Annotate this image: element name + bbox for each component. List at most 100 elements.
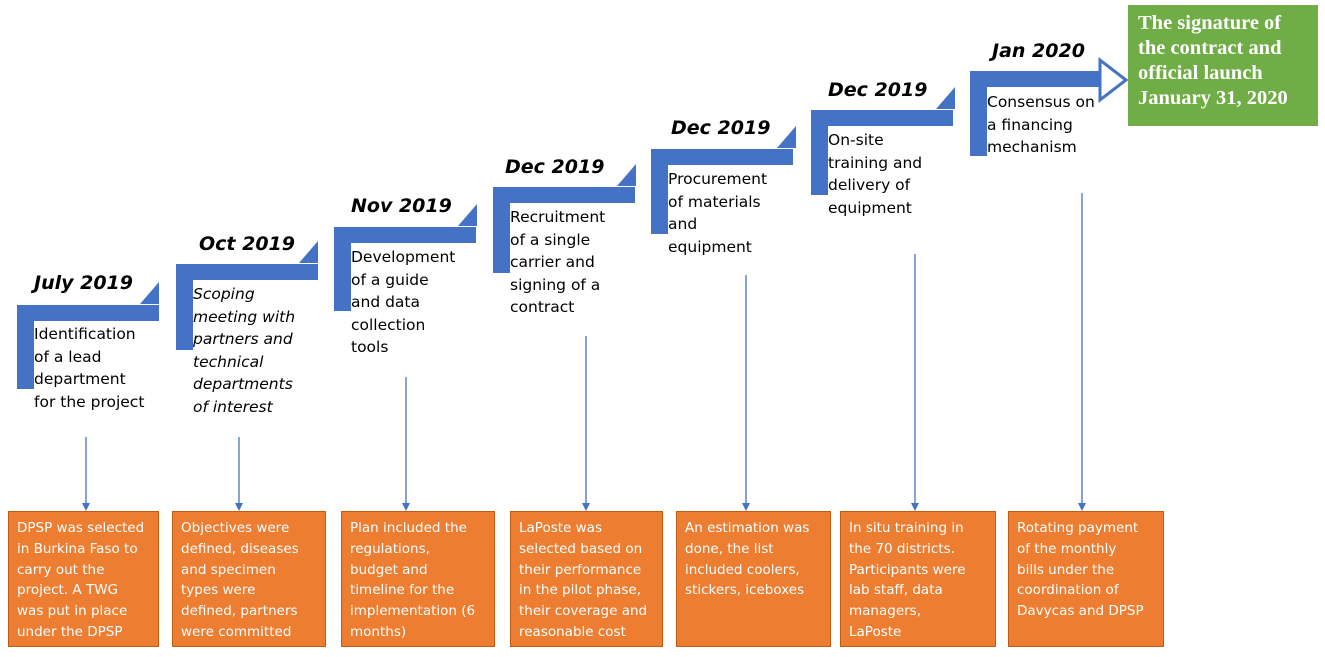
step-description-line: signing of a [510, 275, 601, 294]
step-date: Nov 2019 [351, 195, 452, 217]
step-date: Oct 2019 [199, 233, 295, 255]
step-detail-line: defined, partners [181, 603, 298, 620]
step-description-line: equipment [668, 237, 752, 256]
step-description-line: technical [193, 352, 264, 371]
step-horizontal-bar [176, 264, 318, 280]
step-detail-line: reasonable cost [519, 623, 626, 640]
step-detail-line: the 70 districts. [849, 540, 955, 557]
step-description-line: department [34, 370, 126, 388]
step-description-line: of a single [510, 230, 591, 249]
step-detail-line: months) [350, 623, 407, 640]
step-description-line: for the project [34, 392, 145, 411]
step-detail-line: LaPoste [849, 623, 902, 640]
step-description-line: carrier and [510, 253, 595, 271]
step-detail-line: regulations, [350, 540, 430, 557]
step-description-line: of interest [193, 397, 273, 416]
step-arrow-head [458, 204, 477, 226]
final-block-arrow [1098, 56, 1129, 104]
step-date: July 2019 [34, 272, 133, 294]
step-date: Dec 2019 [671, 117, 771, 139]
step-description-line: training and [828, 153, 923, 172]
step-description-line: Procurement [668, 170, 768, 188]
step-description-line: On-site [828, 131, 884, 149]
step-description-line: Consensus on [987, 93, 1095, 111]
step-description-line: and [668, 215, 698, 233]
step-description: Procurement of materials and equipment [668, 168, 767, 258]
final-line: official launch [1138, 62, 1263, 84]
step-description-line: a financing [987, 115, 1073, 134]
step-detail-line: An estimation was [685, 520, 810, 536]
step-vertical-bar [17, 305, 34, 389]
step-description-line: contract [510, 298, 575, 316]
step-detail-line: Plan included the [350, 520, 467, 536]
step-horizontal-bar [334, 227, 476, 243]
step-detail-line: were committed [181, 623, 292, 640]
step-description-line: Recruitment [510, 208, 606, 226]
step-description-line: and data [351, 293, 421, 311]
step-description-line: of a guide [351, 270, 429, 289]
step-description-line: of materials [668, 192, 761, 211]
step-description-line: mechanism [987, 138, 1077, 156]
step-detail-line: in the pilot phase, [519, 582, 641, 599]
step-vertical-bar [651, 149, 668, 234]
step-horizontal-bar [493, 187, 635, 203]
step-arrow-head [140, 282, 159, 304]
step-detail-line: under the DPSP [17, 623, 123, 640]
step-detail-line: done, the list [685, 540, 774, 557]
step-detail-line: their coverage and [519, 603, 648, 620]
step-description: Identification of a lead department for the… [34, 323, 144, 413]
step-detail-line: Rotating payment [1017, 520, 1139, 536]
step-detail-line: included coolers, [685, 561, 800, 578]
step-arrow-head [617, 164, 636, 186]
step-detail-line: lab staff, data [849, 582, 943, 599]
step-description-line: Identification [34, 325, 136, 343]
step-detail-line: and specimen [181, 561, 276, 578]
step-detail-line: Davycas and DPSP [1017, 603, 1144, 620]
step-description-line: partners and [193, 330, 293, 348]
step-date: Dec 2019 [828, 79, 928, 101]
step-detail-line: types were [181, 582, 256, 599]
step-vertical-bar [176, 264, 193, 350]
step-detail-line: Objectives were [181, 520, 290, 536]
step-detail-line: selected based on [519, 540, 643, 557]
step-description-line: Scoping [193, 285, 255, 303]
step-description-line: of a lead [34, 347, 102, 366]
step-detail-line: bills under the [1017, 561, 1115, 578]
step-description-line: collection [351, 315, 426, 334]
step-detail-line: in Burkina Faso to [17, 540, 138, 557]
step-description-line: departments [193, 375, 293, 393]
step-detail-box: In situ training in the 70 districts. Part… [840, 511, 996, 647]
step-description-line: Development [351, 248, 456, 266]
step-detail-line: timeline for the [350, 582, 455, 599]
step-vertical-bar [811, 110, 828, 195]
step-arrow-head [777, 126, 796, 148]
step-detail-line: their performance [519, 561, 642, 578]
step-vertical-bar [334, 227, 351, 311]
final-line: January 31, 2020 [1138, 87, 1288, 109]
step-detail-box: An estimation was done, the list included … [676, 511, 831, 647]
step-description-line: delivery of [828, 176, 911, 194]
step-detail-line: stickers, iceboxes [685, 582, 805, 599]
step-detail-line: budget and [350, 561, 428, 578]
step-detail-line: In situ training in [849, 520, 964, 536]
step-detail-line: Participants were [849, 561, 966, 578]
step-horizontal-bar [811, 110, 953, 126]
step-detail-line: was put in place [17, 603, 128, 620]
step-detail-line: coordination of [1017, 582, 1119, 599]
step-horizontal-bar [17, 305, 159, 321]
step-arrow-head [299, 241, 318, 263]
step-horizontal-bar [651, 149, 793, 165]
step-horizontal-bar [970, 71, 1100, 87]
step-description: Recruitment of a single carrier and signing… [510, 206, 605, 319]
step-detail-line: implementation (6 [350, 603, 476, 620]
step-arrow-head [936, 87, 955, 109]
step-description: Consensus on a financing mechanism [987, 91, 1095, 159]
final-line: The signature of [1138, 12, 1282, 34]
